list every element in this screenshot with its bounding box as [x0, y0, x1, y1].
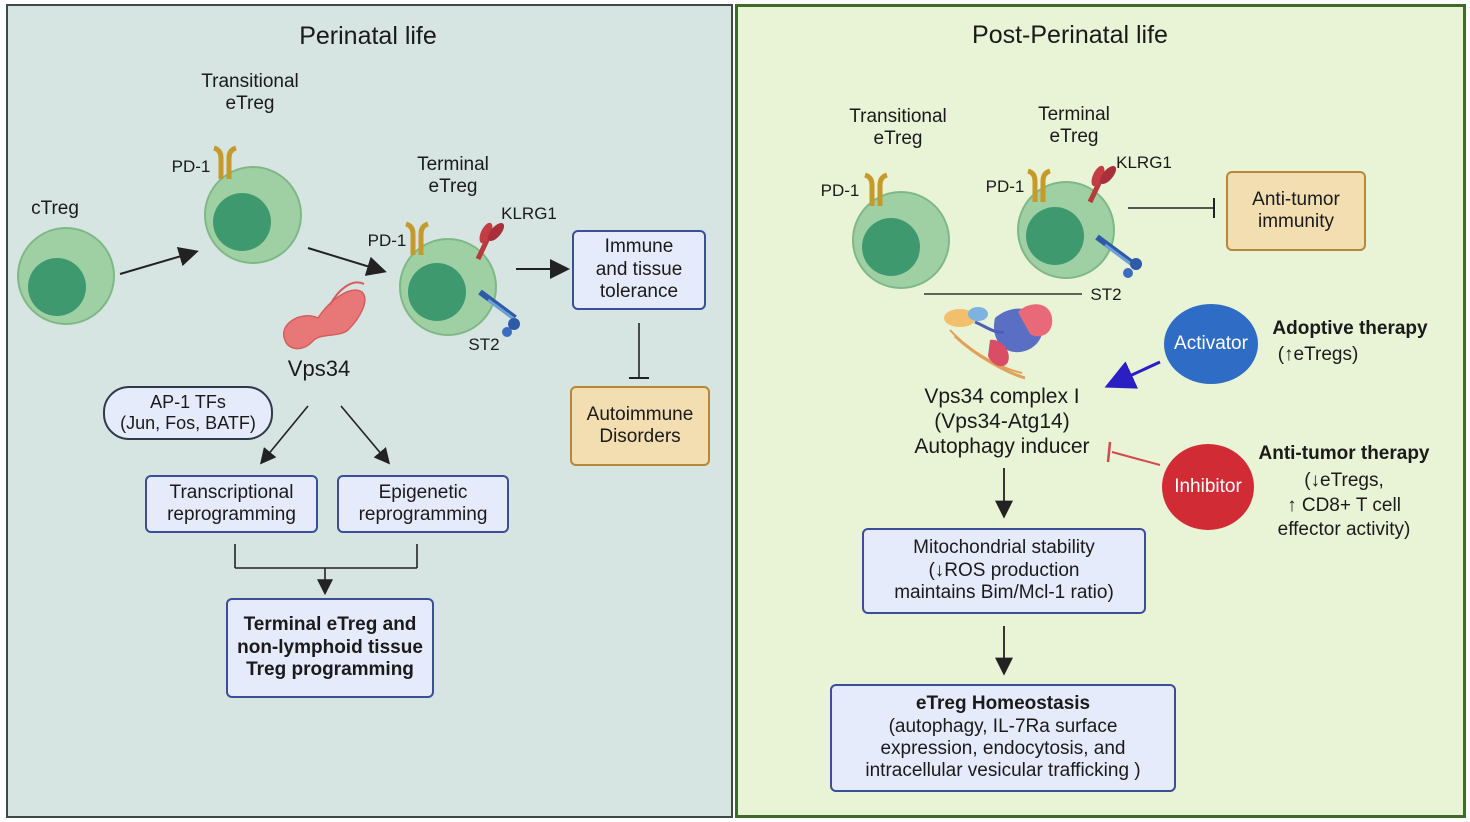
label-line: Anti-tumor [1252, 188, 1340, 210]
post-perinatal-title: Post-Perinatal life [972, 21, 1168, 49]
label-line: AP-1 TFs [150, 391, 226, 412]
label-line: eTreg [428, 175, 478, 197]
pd1-label: PD-1 [985, 177, 1025, 196]
label-line: (↓eTregs, [1304, 470, 1384, 491]
label-line: eTreg [873, 127, 923, 149]
klrg1-label: KLRG1 [1116, 153, 1172, 172]
ctreg-label: cTreg [31, 198, 79, 219]
immune-tolerance-box: Immune and tissue tolerance [572, 230, 706, 310]
label-line: intracellular vesicular trafficking ) [865, 760, 1141, 782]
post-perinatal-panel [735, 4, 1466, 818]
label-line: (Jun, Fos, BATF) [120, 413, 256, 433]
label-line: Transitional [201, 71, 299, 92]
label-line: tolerance [599, 281, 679, 303]
terminal-label: Terminal eTreg [393, 154, 513, 198]
transcriptional-reprogramming-box: Transcriptional reprogramming [145, 475, 318, 533]
label-line: eTreg [1049, 125, 1099, 147]
klrg1-label: KLRG1 [501, 204, 557, 223]
autoimmune-disorders-box: Autoimmune Disorders [570, 386, 710, 466]
pd1-label: PD-1 [367, 231, 407, 250]
adoptive-therapy-title: Adoptive therapy [1272, 318, 1428, 339]
antitumor-therapy-detail: (↓eTregs, ↑ CD8+ T cell effector activit… [1256, 469, 1432, 543]
epigenetic-reprogramming-box: Epigenetic reprogramming [337, 475, 509, 533]
homeostasis-title: eTreg Homeostasis [915, 693, 1091, 715]
antitumor-therapy-title: Anti-tumor therapy [1258, 443, 1430, 464]
label-line: ↑ CD8+ T cell [1287, 494, 1401, 516]
terminal-label: Terminal eTreg [1014, 104, 1134, 148]
label-line: eTreg [225, 92, 275, 114]
transitional-label: Transitional eTreg [180, 71, 320, 115]
label-line: Terminal [417, 154, 489, 175]
pd1-label: PD-1 [171, 157, 211, 176]
pd1-label: PD-1 [820, 181, 860, 200]
st2-label: ST2 [1090, 285, 1122, 304]
label-line: Mitochondrial stability [913, 537, 1095, 559]
label-line: Epigenetic [378, 481, 468, 503]
label-line: reprogramming [358, 504, 488, 525]
label-line: Vps34 complex I [924, 385, 1080, 408]
label-line: immunity [1257, 211, 1334, 232]
label-line: maintains Bim/Mcl-1 ratio) [894, 582, 1114, 604]
label-line: and tissue [595, 258, 683, 280]
etreg-homeostasis-box: eTreg Homeostasis (autophagy, IL-7Ra sur… [830, 684, 1176, 792]
label-line: (autophagy, IL-7Ra surface [888, 715, 1118, 737]
ap1-tfs-box: AP-1 TFs (Jun, Fos, BATF) [103, 386, 273, 440]
label-line: expression, endocytosis, and [880, 738, 1126, 759]
antitumor-immunity-box: Anti-tumor immunity [1226, 171, 1366, 251]
transitional-label: Transitional eTreg [828, 106, 968, 150]
label-line: non-lymphoid tissue [237, 636, 423, 658]
label-line: Terminal [1038, 104, 1110, 125]
label-line: reprogramming [167, 504, 296, 525]
label-line: Terminal eTreg and [243, 614, 417, 636]
label-line: Transcriptional [169, 481, 294, 503]
label-line: Immune [604, 236, 674, 258]
inhibitor-circle: Inhibitor [1162, 444, 1254, 530]
label-line: Treg programming [246, 659, 414, 681]
label-line: Transitional [849, 106, 947, 127]
st2-label: ST2 [468, 335, 500, 354]
label-line: (Vps34-Atg14) [934, 410, 1070, 434]
mitochondrial-stability-box: Mitochondrial stability (↓ROS production… [862, 528, 1146, 614]
label-line: (↓ROS production [928, 559, 1080, 581]
label-line: Autoimmune [586, 403, 694, 425]
adoptive-therapy-detail: (↑eTregs) [1277, 344, 1359, 365]
label-line: effector activity) [1277, 519, 1411, 541]
vps34-label: Vps34 [287, 356, 351, 381]
label-line: Disorders [599, 426, 681, 447]
perinatal-title: Perinatal life [299, 22, 437, 50]
activator-circle: Activator [1164, 304, 1258, 384]
label-line: Autophagy inducer [914, 435, 1090, 459]
terminal-programming-box: Terminal eTreg and non-lymphoid tissue T… [226, 598, 434, 698]
vps34-complex-label: Vps34 complex I (Vps34-Atg14) Autophagy … [895, 384, 1109, 460]
